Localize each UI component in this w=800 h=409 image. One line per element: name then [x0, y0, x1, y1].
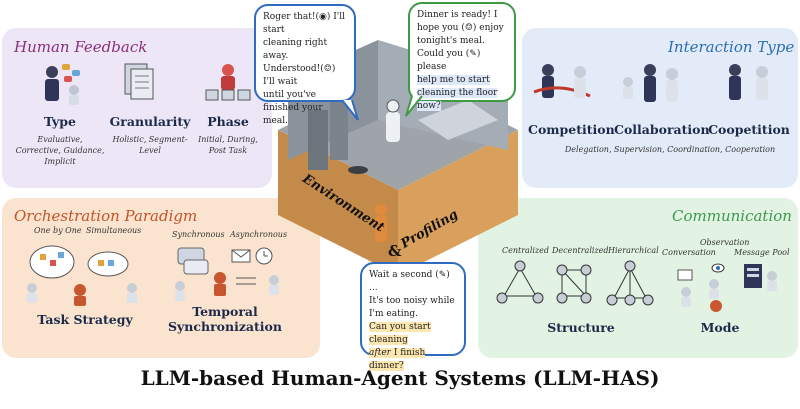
human-top-bubble-tail — [405, 95, 423, 117]
centralized-icon — [496, 260, 544, 304]
smile-emoji-icon: ☺ — [323, 64, 332, 74]
collaboration-icon — [623, 64, 678, 102]
interaction-type-panel — [522, 28, 798, 188]
human-top-l3: tonight's meal. — [417, 36, 485, 46]
robot-bubble-l1b: ) I'll start — [263, 12, 345, 35]
interaction-icons — [533, 64, 768, 102]
robot-bubble-l3b: ) I'll wait — [263, 64, 336, 87]
robot-bubble-l1: Roger that!( — [263, 12, 319, 22]
message-pool-icon — [744, 264, 777, 291]
synchronous-label: Synchronous — [172, 230, 225, 239]
human-bottom-l1b: ) ... — [369, 270, 450, 293]
observation-label: Observation — [700, 238, 750, 247]
human-bottom-l4: Can you start cleaning — [369, 322, 431, 345]
human-top-l2: hope you ( — [417, 23, 465, 33]
human-bottom-l5: after — [369, 348, 391, 358]
human-bottom-l1: Wait a second ( — [369, 270, 439, 280]
human-bottom-speech-bubble: Wait a second (✎) ... It's too noisy whi… — [360, 262, 466, 371]
simultaneous-label: Simultaneous — [86, 226, 142, 235]
feedback-type-icon — [45, 64, 80, 105]
human-feedback-panel — [2, 28, 272, 188]
temporal-synchronization-text: Temporal Synchronization — [168, 304, 282, 334]
human-figure — [375, 204, 387, 216]
structure-label: Structure — [547, 320, 615, 335]
robot-speech-bubble: Roger that!(◉) I'll start cleaning right… — [254, 4, 356, 126]
figure-title: LLM-based Human-Agent Systems (LLM-HAS) — [140, 366, 660, 390]
human-top-l1: Dinner is ready! I — [417, 10, 498, 20]
collaboration-label: Collaboration — [614, 122, 710, 137]
simultaneous-icon — [74, 251, 137, 306]
asynchronous-label: Asynchronous — [230, 230, 288, 239]
smile-emoji-icon-2: ☺ — [464, 23, 473, 33]
coopetition-label: Coopetition — [708, 122, 790, 137]
robot-figure — [386, 112, 400, 142]
human-top-l2b: ) enjoy — [472, 23, 504, 33]
granularity-label: Granularity — [109, 114, 191, 129]
conversation-icon — [677, 269, 693, 307]
competition-icon — [533, 64, 591, 98]
vacuum-robot-icon — [348, 166, 368, 174]
robot-emoji-icon: ◉ — [318, 12, 327, 22]
one-by-one-icon — [27, 245, 75, 303]
hierarchical-icon — [606, 260, 654, 306]
human-bottom-l3: I'm eating. — [369, 309, 419, 319]
robot-bubble-l3: Understood!( — [263, 64, 324, 74]
human-top-l5: help me to start — [417, 75, 490, 85]
message-pool-label: Message Pool — [734, 248, 790, 257]
competition-label: Competition — [528, 122, 615, 137]
synchronous-icon — [175, 247, 226, 301]
communication-title: Communication — [672, 207, 792, 225]
decentralized-icon — [556, 264, 592, 304]
human-feedback-icons — [45, 63, 251, 105]
human-top-l6: cleaning the floor now? — [417, 88, 498, 111]
temporal-synchronization-label: Temporal Synchronization — [160, 304, 290, 334]
coopetition-icon — [729, 64, 768, 100]
robot-bubble-tail — [341, 99, 359, 121]
human-top-l4: Could you ( — [417, 49, 470, 59]
feedback-type-label: Type — [44, 114, 76, 129]
human-top-speech-bubble: Dinner is ready! I hope you (☺) enjoy to… — [408, 2, 516, 111]
interaction-type-sub: Delegation, Supervision, Coordination, C… — [564, 145, 776, 154]
human-top-l4b: ) please — [417, 49, 481, 72]
orchestration-icons — [27, 245, 279, 306]
mode-label: Mode — [700, 320, 740, 335]
feedback-type-sub: Evaluative, Corrective, Guidance, Implic… — [15, 135, 105, 166]
conversation-label: Conversation — [662, 248, 716, 257]
granularity-icon — [124, 63, 154, 100]
centralized-label: Centralized — [502, 246, 550, 255]
granularity-sub: Holistic, Segment-Level — [112, 135, 188, 155]
phase-sub: Initial, During, Post Task — [198, 135, 258, 155]
orchestration-paradigm-title: Orchestration Paradigm — [14, 207, 198, 225]
phase-label: Phase — [207, 114, 249, 129]
human-bottom-l2: It's too noisy while — [369, 296, 455, 306]
robot-bubble-l5: meal. — [263, 116, 288, 126]
robot-bubble-l2: cleaning right away. — [263, 38, 328, 61]
one-by-one-label: One by One — [34, 226, 82, 235]
broom-emoji-icon-2: ✎ — [438, 270, 447, 280]
communication-icons — [496, 260, 777, 312]
interaction-type-title: Interaction Type — [668, 38, 795, 56]
robot-bubble-l4: until you've finished your — [263, 90, 323, 113]
decentralized-label: Decentralized — [552, 246, 609, 255]
ampersand-label: & — [388, 242, 402, 260]
observation-icon — [709, 263, 725, 312]
human-feedback-title: Human Feedback — [14, 38, 148, 56]
broom-emoji-icon: ✎ — [469, 49, 477, 59]
task-strategy-label: Task Strategy — [37, 312, 133, 327]
phase-icon — [205, 64, 251, 101]
asynchronous-icon — [231, 247, 279, 295]
hierarchical-label: Hierarchical — [608, 246, 659, 255]
